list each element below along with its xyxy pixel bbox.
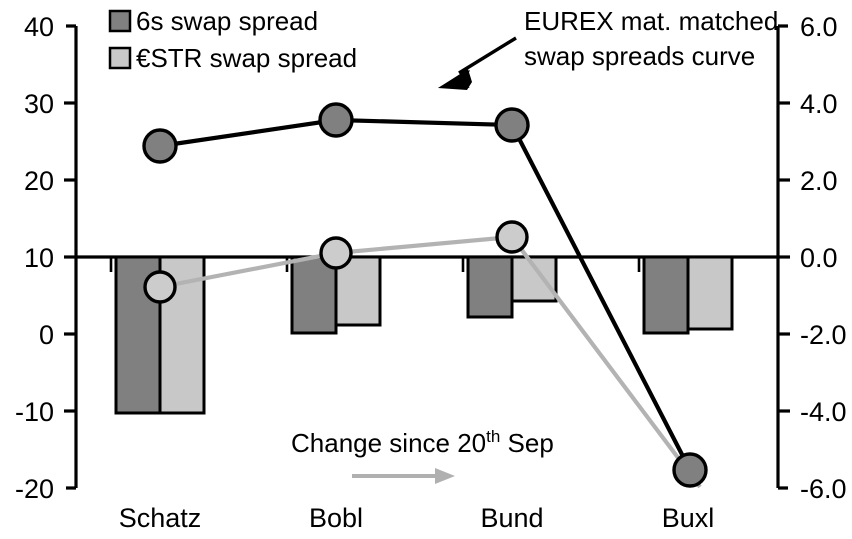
x-axis-category-labels: Schatz Bobl Bund Buxl bbox=[119, 503, 715, 533]
legend-swatch-6s[interactable] bbox=[108, 9, 132, 33]
eurex-curve-path bbox=[159, 117, 692, 471]
legend-swatch-estr[interactable] bbox=[108, 46, 132, 70]
callout-arrow-icon bbox=[438, 36, 517, 90]
bar-group-buxl bbox=[642, 255, 734, 335]
legend: 6s swap spread €STR swap spread bbox=[108, 6, 357, 73]
bar-6s-bund bbox=[466, 255, 514, 319]
estr-marker-bobl bbox=[319, 236, 353, 270]
cat-label-buxl: Buxl bbox=[662, 503, 715, 533]
eurex-marker-buxl bbox=[672, 452, 708, 488]
eurex-marker-schatz bbox=[142, 128, 178, 164]
left-axis-label-neg10: -10 bbox=[15, 397, 54, 427]
right-axis-label-neg2: -2.0 bbox=[800, 320, 847, 350]
left-axis-label-10: 10 bbox=[24, 243, 54, 273]
right-axis-label-neg6: -6.0 bbox=[800, 474, 847, 504]
callout-line-1: EUREX mat. matched bbox=[524, 6, 778, 36]
legend-label-estr: €STR swap spread bbox=[136, 43, 357, 73]
right-axis: 6.0 4.0 2.0 0.0 -2.0 -4.0 -6.0 bbox=[776, 12, 847, 504]
cat-label-bund: Bund bbox=[480, 503, 543, 533]
bar-estr-buxl bbox=[686, 255, 734, 331]
left-axis: 40 30 20 10 0 -10 -20 bbox=[15, 12, 78, 504]
series-line-eurex-curve bbox=[142, 102, 708, 488]
eurex-marker-bobl bbox=[318, 102, 354, 138]
right-axis-label-neg4: -4.0 bbox=[800, 397, 847, 427]
left-axis-label-20: 20 bbox=[24, 166, 54, 196]
bar-estr-bobl bbox=[334, 255, 382, 327]
change-note-tail: Sep bbox=[500, 428, 554, 458]
bar-group-bund bbox=[466, 255, 558, 319]
left-axis-label-0: 0 bbox=[39, 320, 54, 350]
annotation-curve-callout: EUREX mat. matched swap spreads curve bbox=[438, 6, 778, 90]
series-line-estr-curve bbox=[143, 220, 702, 489]
bar-group-bobl bbox=[290, 255, 382, 335]
cat-label-bobl: Bobl bbox=[309, 503, 363, 533]
bar-6s-bobl bbox=[290, 255, 338, 335]
change-note-text: Change since 20th Sep bbox=[291, 427, 554, 458]
change-note-arrow-icon bbox=[352, 468, 455, 484]
right-axis-label-0: 0.0 bbox=[800, 243, 838, 273]
estr-marker-schatz bbox=[143, 270, 177, 304]
callout-line-2: swap spreads curve bbox=[524, 41, 755, 71]
right-axis-label-6: 6.0 bbox=[800, 12, 838, 42]
cat-label-schatz: Schatz bbox=[119, 503, 202, 533]
change-note-sup: th bbox=[486, 427, 500, 446]
annotation-change-note: Change since 20th Sep bbox=[291, 427, 554, 484]
left-axis-label-40: 40 bbox=[24, 12, 54, 42]
estr-marker-bund bbox=[495, 220, 529, 254]
right-axis-label-4: 4.0 bbox=[800, 89, 838, 119]
eurex-marker-bund bbox=[494, 107, 530, 143]
left-axis-label-30: 30 bbox=[24, 89, 54, 119]
legend-label-6s: 6s swap spread bbox=[136, 6, 318, 36]
right-axis-label-2: 2.0 bbox=[800, 166, 838, 196]
left-axis-label-neg20: -20 bbox=[15, 474, 54, 504]
bar-6s-buxl bbox=[642, 255, 690, 335]
change-note-main: Change since 20 bbox=[291, 428, 486, 458]
estr-curve-path bbox=[159, 234, 702, 489]
